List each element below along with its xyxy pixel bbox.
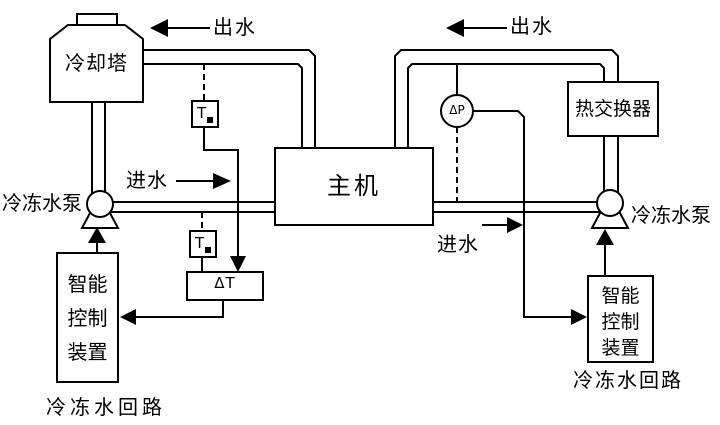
pipe-tower-outlet-outer bbox=[143, 49, 316, 148]
pipe-tower-outlet-inner bbox=[143, 63, 303, 148]
inlet-left-arrowhead-icon bbox=[213, 173, 231, 189]
pump-right-body bbox=[596, 189, 624, 217]
cooling-tower-lid bbox=[76, 13, 118, 26]
outlet-water-right-label: 出水 bbox=[510, 14, 554, 38]
controller-left-label: 智能 控制 装置 bbox=[67, 272, 108, 364]
heat-exchanger-box bbox=[567, 81, 659, 137]
main-unit-label: 主机 bbox=[327, 172, 381, 200]
pipe-right-outlet-outer bbox=[394, 49, 619, 196]
temp-sensor-lower-label: T bbox=[195, 234, 205, 252]
inlet-right-arrowhead-icon bbox=[507, 217, 523, 233]
controller-left-input-arrowhead-icon bbox=[120, 309, 136, 325]
main-unit-box bbox=[274, 147, 434, 226]
controller-right-label: 智能 控制 装置 bbox=[601, 285, 640, 359]
dp-to-controller-line bbox=[473, 110, 571, 318]
controller-right-input-arrowhead-icon bbox=[571, 309, 587, 325]
temp-sensor-lower: T bbox=[190, 231, 216, 257]
temp-sensor-upper-label: T bbox=[197, 104, 207, 122]
inlet-water-right-label: 进水 bbox=[437, 232, 479, 256]
pump-left-control-arrowhead-icon bbox=[88, 227, 106, 243]
temp-sensor-upper-subscript-square bbox=[207, 117, 213, 123]
heat-exchanger-label: 热交换器 bbox=[574, 98, 651, 120]
dp-sensor-circle bbox=[440, 94, 474, 128]
controller-right-box bbox=[587, 275, 654, 363]
controller-left-box bbox=[56, 252, 119, 383]
circuit-left-label: 冷冻水回路 bbox=[46, 395, 166, 419]
temp-sensor-upper-box bbox=[191, 100, 219, 128]
delta-t-label: ΔT bbox=[214, 274, 236, 292]
temp-sensor-upper: T bbox=[192, 101, 218, 127]
temp-upper-to-delta-t-line bbox=[203, 127, 239, 257]
pump-left-body bbox=[86, 190, 114, 218]
outlet-left-arrowhead-icon bbox=[150, 19, 168, 37]
delta-t-box bbox=[186, 271, 264, 301]
delta-p-label: ΔP bbox=[449, 103, 465, 117]
cooling-tower-body bbox=[49, 24, 144, 103]
pump-left-label: 冷冻水泵 bbox=[2, 191, 82, 215]
outlet-water-left-label: 出水 bbox=[213, 15, 257, 39]
temp-sensor-lower-subscript-square bbox=[205, 247, 211, 253]
circuit-right-label: 冷冻水回路 bbox=[573, 368, 683, 392]
inlet-water-left-label: 进水 bbox=[126, 168, 168, 192]
pump-right-label: 冷冻水泵 bbox=[631, 203, 711, 227]
pump-right-control-arrowhead-icon bbox=[596, 229, 614, 245]
delta-t-to-controller-line bbox=[136, 300, 224, 318]
temp-sensor-lower-box bbox=[189, 230, 217, 258]
delta-t-input-arrowhead-icon bbox=[230, 256, 246, 272]
cooling-tower-label: 冷却塔 bbox=[65, 51, 128, 75]
outlet-right-arrowhead-icon bbox=[446, 19, 464, 37]
